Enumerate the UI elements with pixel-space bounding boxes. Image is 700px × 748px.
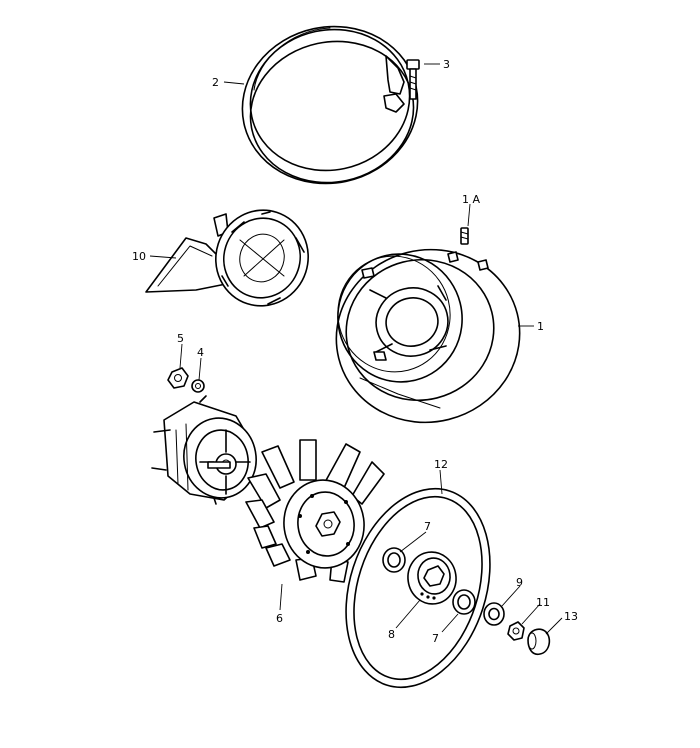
part-11-nut: [507, 621, 525, 641]
callout-8: 8: [388, 628, 395, 641]
part-4-lock-washer: [191, 379, 205, 393]
callout-10: 10: [132, 250, 146, 263]
leader-lines: [149, 63, 563, 635]
part-8-pulley-half: [407, 551, 457, 605]
callout-13: 13: [564, 610, 578, 623]
alternator: [151, 395, 257, 505]
callout-1a: 1 A: [462, 193, 480, 206]
callout-9: 9: [516, 576, 523, 589]
callout-2: 2: [212, 76, 219, 89]
callout-7-upper: 7: [424, 520, 431, 533]
part-10-air-guide: [145, 209, 309, 307]
callout-12: 12: [434, 458, 448, 471]
callout-11: 11: [536, 596, 550, 609]
callout-5: 5: [177, 332, 184, 345]
part-7-spacer-washer-b: [452, 589, 476, 615]
part-1a-stud: [460, 227, 469, 245]
part-1-fan-housing: [335, 248, 521, 424]
part-7-spacer-washer-a: [382, 547, 406, 573]
part-5-nut: [167, 367, 189, 389]
part-2-clamp-band: [241, 25, 419, 185]
callout-7-lower: 7: [432, 632, 439, 645]
callout-3: 3: [443, 58, 450, 71]
callout-6: 6: [276, 612, 283, 625]
part-9-bushing: [483, 602, 505, 626]
part-13-cap: [527, 628, 551, 656]
callout-1: 1: [537, 320, 544, 333]
part-6-fan-wheel: [245, 439, 385, 583]
part-3-bolt: [406, 59, 420, 100]
callout-4: 4: [197, 346, 204, 359]
